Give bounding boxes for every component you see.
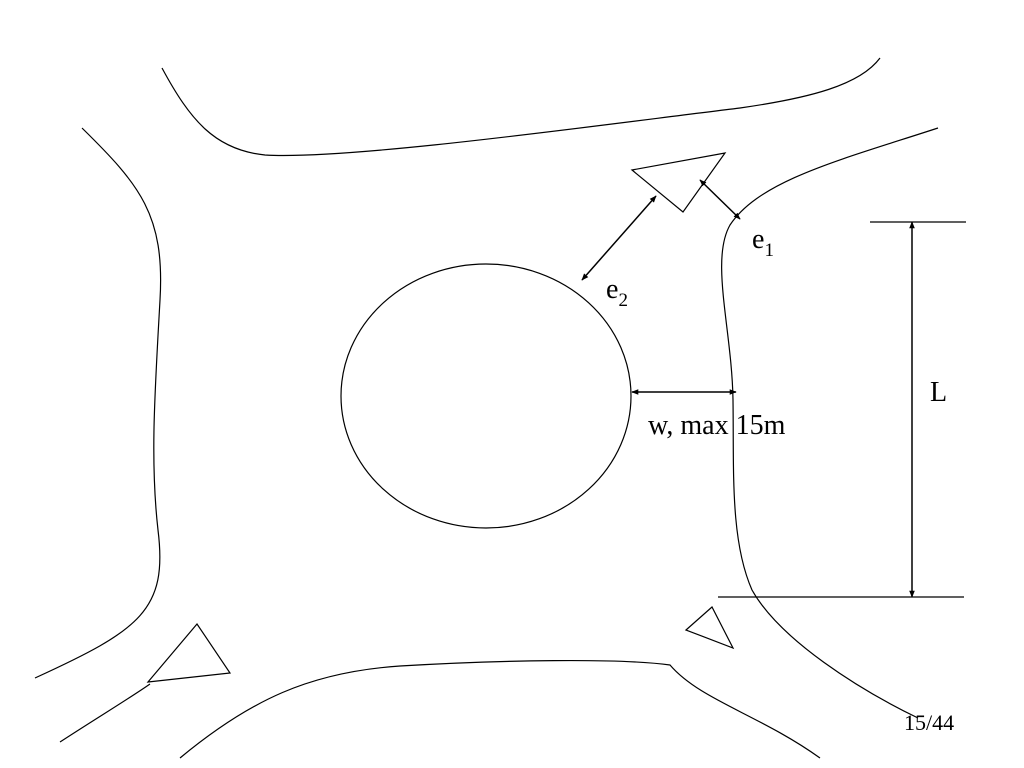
road-edge-left	[34, 127, 162, 679]
label-w: w, max 15m	[648, 410, 786, 441]
label-e1: e1	[752, 224, 774, 261]
give-way-triangle-bottom-right	[684, 606, 735, 650]
road-edge-right	[721, 127, 939, 719]
label-L: L	[930, 377, 947, 408]
page-number: 15/44	[904, 710, 954, 735]
arrow-e1	[699, 179, 741, 220]
road-edge-bottom-left	[59, 683, 151, 743]
label-e2: e2	[606, 274, 628, 311]
central-island	[340, 263, 632, 529]
give-way-triangle-bottom-left	[146, 623, 232, 683]
road-edge-top	[161, 57, 881, 157]
give-way-triangle-top	[630, 152, 727, 213]
arrow-e2	[581, 195, 657, 281]
road-edge-bottom	[179, 659, 821, 759]
